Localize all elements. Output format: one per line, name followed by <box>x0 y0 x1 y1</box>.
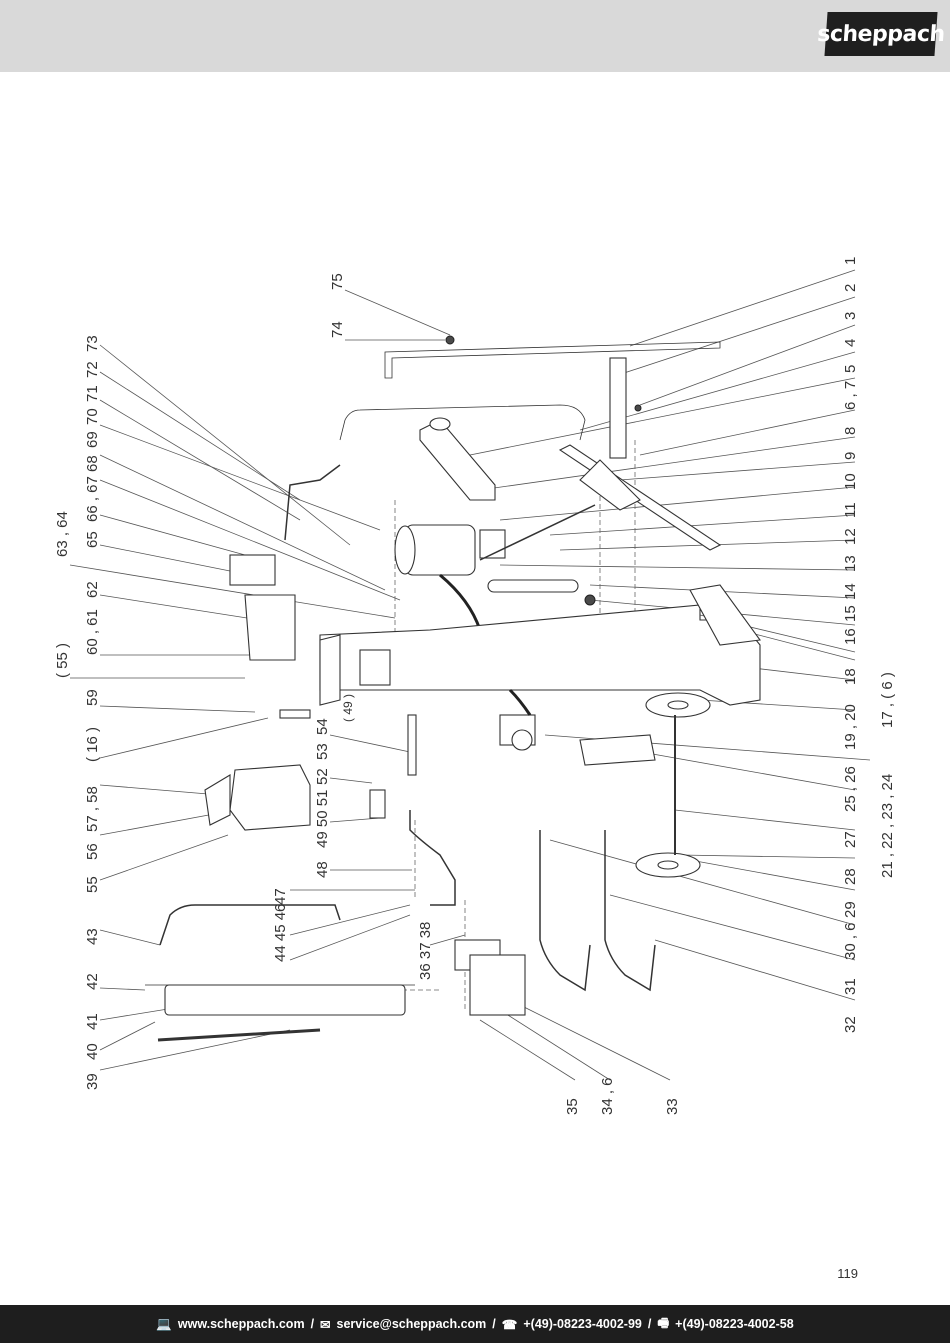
callout-55-paren: ( 55 ) <box>54 643 71 678</box>
callout-60-61: 60 , 61 <box>84 609 101 655</box>
callout-68: 68 <box>84 455 101 472</box>
callout-59: 59 <box>84 689 101 706</box>
callout-11: 11 <box>842 502 859 518</box>
callout-18: 18 <box>842 668 859 685</box>
callout-15: 15 <box>842 605 859 622</box>
telephone-icon: ☎ <box>501 1317 518 1332</box>
callout-47: 47 <box>272 888 289 905</box>
callout-27: 27 <box>842 831 859 848</box>
fax-number: +(49)-08223-4002-58 <box>675 1317 794 1331</box>
callout-70: 70 <box>84 408 101 425</box>
separator: / <box>310 1317 315 1331</box>
callout-29: 29 <box>842 901 859 918</box>
callout-4: 4 <box>842 339 859 347</box>
callout-71: 71 <box>84 385 101 402</box>
left-callouts: 73 72 71 70 69 68 66 , 67 65 63 , 64 62 … <box>54 335 101 1090</box>
callout-49-paren: ( 49 ) <box>341 694 355 722</box>
callout-35: 35 <box>564 1098 581 1115</box>
callout-3: 3 <box>842 312 859 320</box>
phone-number: +(49)-08223-4002-99 <box>523 1317 642 1331</box>
callout-41: 41 <box>84 1013 101 1030</box>
website-link[interactable]: www.scheppach.com <box>177 1317 305 1331</box>
center-callouts: 75 74 54 ( 49 ) 53 52 49 50 51 48 47 44 … <box>272 273 434 980</box>
callout-5: 5 <box>842 365 859 373</box>
callout-54: 54 <box>314 718 331 735</box>
callout-57-58: 57 , 58 <box>84 786 101 832</box>
assembly-guides <box>330 440 636 1010</box>
envelope-icon: ✉ <box>320 1317 331 1332</box>
callout-25-26: 25 , 26 <box>842 766 859 812</box>
callout-43: 43 <box>84 928 101 945</box>
callout-8: 8 <box>842 427 859 435</box>
callout-74: 74 <box>329 321 346 338</box>
callout-65: 65 <box>84 531 101 548</box>
callout-19-20: 19 , 20 <box>842 704 859 750</box>
callout-63-64: 63 , 64 <box>54 511 71 557</box>
callout-44-46: 44 45 46 <box>272 904 289 962</box>
page-number: 119 <box>837 1266 858 1281</box>
callout-17-6: 17 , ( 6 ) <box>879 672 896 728</box>
callout-36-38: 36 37 38 <box>417 922 434 980</box>
fax-icon: 🖷 <box>657 1315 670 1330</box>
header-band <box>0 0 950 72</box>
parts <box>145 335 761 1042</box>
callout-28: 28 <box>842 868 859 885</box>
callout-33: 33 <box>664 1098 681 1115</box>
callout-40: 40 <box>84 1043 101 1060</box>
callout-16: 16 <box>842 628 859 645</box>
email-link[interactable]: service@scheppach.com <box>336 1317 487 1331</box>
callout-30-6: 30 , 6 <box>842 922 859 960</box>
callout-69: 69 <box>84 431 101 448</box>
callout-16-paren: ( 16 ) <box>84 727 101 762</box>
callout-14: 14 <box>842 583 859 600</box>
callout-31: 31 <box>842 978 859 995</box>
separator: / <box>647 1317 652 1331</box>
callout-72: 72 <box>84 361 101 378</box>
callout-49-50-51: 49 50 51 <box>314 790 331 848</box>
callout-53: 53 <box>314 743 331 760</box>
callout-9: 9 <box>842 452 859 460</box>
separator: / <box>492 1317 496 1331</box>
callout-48: 48 <box>314 861 331 878</box>
callout-62: 62 <box>84 581 101 598</box>
bottom-callouts: 35 34 , 6 33 <box>564 1077 681 1115</box>
callout-34-6: 34 , 6 <box>599 1077 616 1115</box>
callout-73: 73 <box>84 335 101 352</box>
callout-42: 42 <box>84 973 101 990</box>
callout-52: 52 <box>314 768 331 785</box>
footer-contact-bar: 💻 www.scheppach.com / ✉ service@scheppac… <box>0 1305 950 1343</box>
callout-6-7: 6 , 7 <box>842 381 859 410</box>
right-callouts: 1 2 3 4 5 6 , 7 8 9 10 11 12 13 14 15 16… <box>842 257 896 1033</box>
callout-55: 55 <box>84 876 101 893</box>
callout-1: 1 <box>842 257 859 265</box>
callout-13: 13 <box>842 555 859 572</box>
callout-39: 39 <box>84 1073 101 1090</box>
callout-10: 10 <box>842 473 859 490</box>
callout-66-67: 66 , 67 <box>84 476 101 522</box>
callout-12: 12 <box>842 528 859 545</box>
callout-32: 32 <box>842 1016 859 1033</box>
callout-21-24: 21 , 22 , 23 , 24 <box>879 774 896 878</box>
callout-2: 2 <box>842 284 859 292</box>
callout-56: 56 <box>84 843 101 860</box>
callout-75: 75 <box>329 273 346 290</box>
computer-icon: 💻 <box>156 1316 172 1331</box>
